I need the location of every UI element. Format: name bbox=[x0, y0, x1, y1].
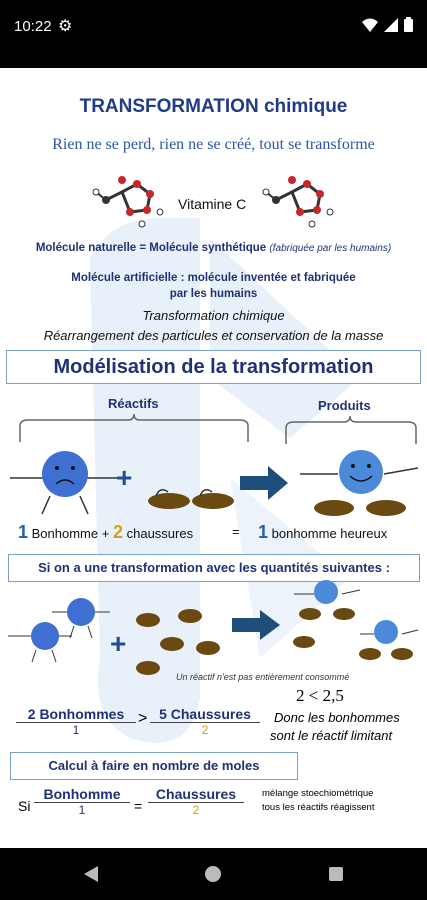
produits-label: Produits bbox=[318, 398, 371, 413]
eq-one: 1 bbox=[18, 522, 29, 542]
frac2-num: 5 Chaussures bbox=[150, 706, 260, 723]
frac4-den: 2 bbox=[192, 803, 200, 817]
stoich-line-2: tous les réactifs réagissent bbox=[262, 802, 375, 813]
conclusion-line-2: sont le réactif limitant bbox=[270, 728, 393, 743]
reaction-arrow-icon-2 bbox=[232, 610, 280, 640]
calc-text: Calcul à faire en nombre de moles bbox=[48, 758, 260, 773]
bonhommes-group-icon bbox=[8, 598, 110, 663]
question-box: Si on a une transformation avec les quan… bbox=[8, 554, 420, 582]
frac1-num: 2 Bonhommes bbox=[16, 706, 136, 723]
eq-result: bonhomme heureux bbox=[271, 526, 388, 541]
poster-image: TRANSFORMATION chimique Rien ne se perd,… bbox=[0, 68, 427, 848]
home-icon[interactable] bbox=[204, 865, 222, 883]
frac4-num: Chaussures bbox=[148, 786, 244, 803]
bonhomme-sad-icon bbox=[10, 451, 118, 515]
poster-title: TRANSFORMATION chimique bbox=[79, 96, 348, 117]
produits-brace bbox=[285, 416, 417, 444]
recents-icon[interactable] bbox=[328, 866, 344, 882]
reaction-arrow-icon bbox=[240, 466, 288, 500]
status-time: 10:22 bbox=[14, 18, 52, 35]
fraction-bonhommes: 2 Bonhommes 1 bbox=[16, 706, 136, 737]
fraction-chaussures: 5 Chaussures 2 bbox=[150, 706, 260, 737]
equation-left: 1 Bonhomme + 2 chaussures bbox=[18, 522, 193, 543]
stoich-line-1: mélange stoechiométrique bbox=[262, 788, 374, 799]
modelisation-heading-box: Modélisation de la transformation bbox=[6, 350, 421, 384]
frac3-den: 1 bbox=[78, 803, 86, 817]
frac1-den: 1 bbox=[72, 723, 80, 737]
signal-icon bbox=[384, 17, 398, 32]
frac3-num: Bonhomme bbox=[34, 786, 130, 803]
transformation-label: Transformation chimique bbox=[142, 308, 285, 323]
products-group-icon bbox=[293, 580, 419, 660]
eq-plus: + bbox=[101, 526, 110, 541]
molecule-left-icon bbox=[92, 176, 164, 228]
molecule-right-icon bbox=[262, 176, 334, 228]
rearrangement-label: Réarrangement des particules et conserva… bbox=[43, 328, 384, 343]
plus-sign-2: + bbox=[110, 628, 127, 659]
artificial-line-1: Molécule artificielle : molécule inventé… bbox=[71, 272, 356, 284]
shoe-icon-2 bbox=[192, 489, 234, 509]
poster-subtitle: Rien ne se perd, rien ne se créé, tout s… bbox=[52, 136, 375, 153]
eq-two: 2 bbox=[112, 522, 123, 542]
conclusion-line-1: Donc les bonhommes bbox=[274, 710, 400, 725]
status-bar: 10:22 ⚙ bbox=[0, 0, 427, 56]
not-consumed-note: Un réactif n'est pas entièrement consomm… bbox=[176, 672, 350, 682]
vitamin-label: Vitamine C bbox=[178, 196, 247, 212]
eq-equals: = bbox=[232, 524, 240, 539]
calc-box: Calcul à faire en nombre de moles bbox=[10, 752, 298, 780]
si-label: Si bbox=[18, 798, 31, 814]
reactifs-label: Réactifs bbox=[108, 396, 159, 411]
modelisation-heading: Modélisation de la transformation bbox=[53, 356, 374, 378]
status-icons bbox=[362, 17, 413, 32]
back-icon[interactable] bbox=[82, 864, 100, 884]
shoe-icon bbox=[148, 489, 190, 509]
fraction-chaussures-2: Chaussures 2 bbox=[148, 786, 244, 817]
artificial-line-2: par les humains bbox=[169, 288, 258, 300]
bonhomme-happy-icon bbox=[300, 450, 419, 516]
gear-icon: ⚙ bbox=[58, 18, 73, 35]
equals-sign: = bbox=[134, 798, 143, 814]
inequality: 2 < 2,5 bbox=[296, 686, 344, 705]
question-text: Si on a une transformation avec les quan… bbox=[38, 560, 390, 575]
wifi-icon bbox=[362, 18, 378, 32]
eq-bonhomme: Bonhomme bbox=[31, 526, 99, 541]
navigation-bar bbox=[0, 848, 427, 900]
fraction-bonhomme: Bonhomme 1 bbox=[34, 786, 130, 817]
natural-note: (fabriquée par les humains) bbox=[269, 243, 392, 254]
frac2-den: 2 bbox=[201, 723, 209, 737]
plus-sign: + bbox=[116, 462, 133, 493]
greater-than: > bbox=[138, 710, 148, 727]
reactifs-brace bbox=[19, 414, 249, 442]
natural-molecule-line: Molécule naturelle = Molécule synthétiqu… bbox=[0, 242, 427, 254]
eq-chaussures: chaussures bbox=[126, 526, 194, 541]
eq-one-b: 1 bbox=[258, 522, 269, 542]
natural-line-text: Molécule naturelle = Molécule synthétiqu… bbox=[35, 242, 267, 254]
shoes-group-icon bbox=[136, 609, 220, 675]
battery-icon bbox=[404, 17, 413, 32]
equation-right: 1 bonhomme heureux bbox=[258, 522, 387, 543]
